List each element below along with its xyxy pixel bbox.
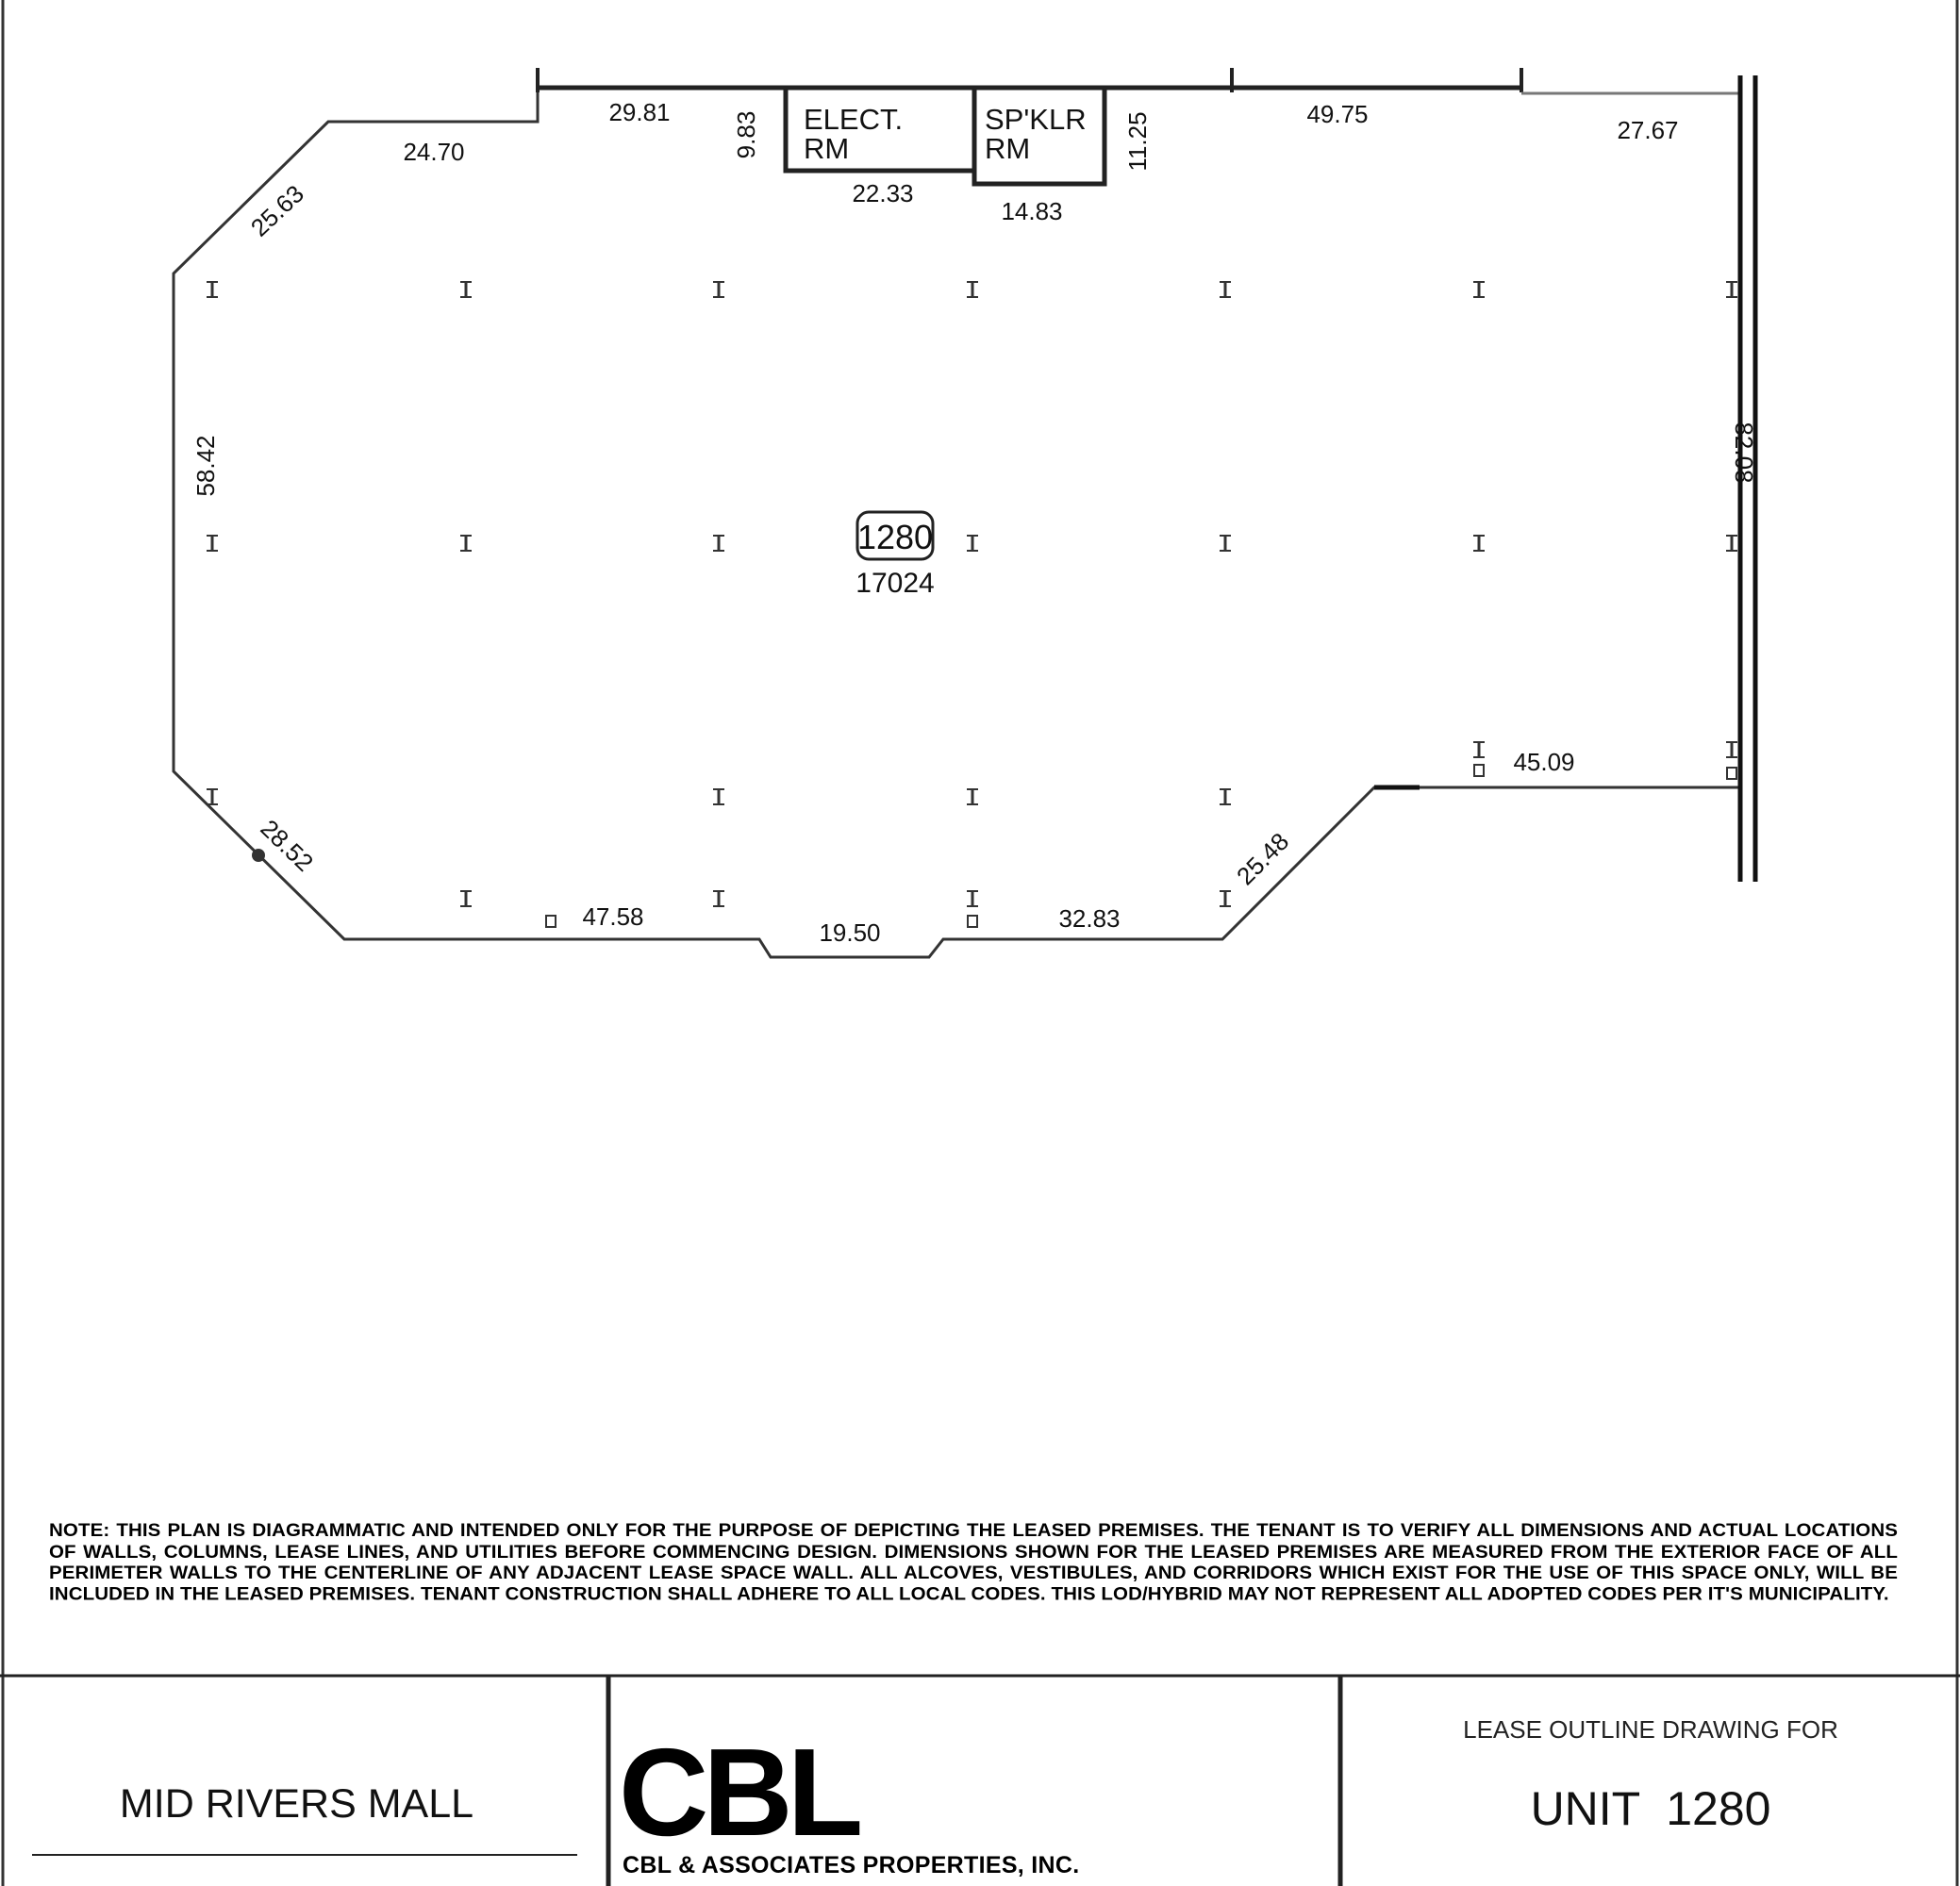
column-marker <box>1220 535 1231 552</box>
cbl-logo: CBL <box>619 1723 863 1861</box>
dim-upper-left-diagonal: 25.63 <box>245 179 309 241</box>
column-marker <box>713 890 724 907</box>
column-marker <box>460 890 472 907</box>
sprinkler-room <box>972 85 1107 187</box>
dim-spklr-room-depth: 11.25 <box>1123 111 1152 171</box>
column-marker <box>967 788 978 805</box>
column-marker <box>460 535 472 552</box>
dim-bottom-right-wall: 32.83 <box>1058 904 1120 933</box>
company-name: CBL & ASSOCIATES PROPERTIES, INC. <box>623 1852 1080 1878</box>
spklr-room-label-1: SP'KLR <box>985 103 1087 136</box>
column-marker <box>1473 281 1485 298</box>
dim-lower-right-diagonal: 25.48 <box>1231 827 1294 890</box>
column-marker <box>1726 535 1737 552</box>
column-marker <box>1220 890 1231 907</box>
outlet-marker <box>1726 767 1737 780</box>
column-marker <box>207 788 218 805</box>
property-name: MID RIVERS MALL <box>119 1781 474 1827</box>
outlet-marker <box>967 915 978 928</box>
column-marker <box>1726 741 1737 758</box>
column-marker <box>1726 281 1737 298</box>
column-marker <box>713 281 724 298</box>
vertex-marker <box>252 849 265 862</box>
title-block-company: CBL CBL & ASSOCIATES PROPERTIES, INC. <box>611 1678 1337 1886</box>
column-marker <box>967 890 978 907</box>
title-block-drawing: LEASE OUTLINE DRAWING FOR UNIT 1280 <box>1343 1678 1958 1886</box>
column-marker <box>1473 741 1485 758</box>
column-marker <box>967 535 978 552</box>
plan-disclaimer-note: NOTE: THIS PLAN IS DIAGRAMMATIC AND INTE… <box>49 1520 1898 1604</box>
drawing-label: LEASE OUTLINE DRAWING FOR <box>1463 1715 1838 1744</box>
unit-outline <box>172 88 1740 959</box>
dim-spklr-room-width: 14.83 <box>1001 197 1062 225</box>
unit-area: 17024 <box>855 568 934 599</box>
column-grid <box>207 281 1737 928</box>
unit-number-box <box>855 510 935 561</box>
outlet-marker <box>1473 764 1485 777</box>
dim-right-wall: 82.08 <box>1730 422 1758 483</box>
dim-elect-room-width: 22.33 <box>852 179 913 207</box>
dim-elect-room-depth: 9.83 <box>732 111 760 159</box>
unit-number: 1280 <box>857 518 933 556</box>
column-marker <box>713 788 724 805</box>
column-marker <box>207 281 218 298</box>
dim-bottom-left-wall: 47.58 <box>582 902 643 931</box>
column-marker <box>1473 535 1485 552</box>
column-marker <box>967 281 978 298</box>
spklr-room-label-2: RM <box>985 132 1030 165</box>
title-block-property: MID RIVERS MALL <box>2 1678 606 1886</box>
elect-room-label-1: ELECT. <box>804 103 903 136</box>
outlet-marker <box>545 915 556 928</box>
column-marker <box>1220 281 1231 298</box>
dim-top-right-wall: 49.75 <box>1306 100 1368 128</box>
dim-left-wall: 58.42 <box>191 435 220 496</box>
column-marker <box>207 535 218 552</box>
dim-top-right-lease-line: 27.67 <box>1617 116 1678 144</box>
dim-top-left-wall: 29.81 <box>608 98 670 126</box>
drawing-unit-label: UNIT 1280 <box>1530 1782 1771 1835</box>
dim-lower-right-wall: 45.09 <box>1513 748 1574 776</box>
property-name-rule <box>32 1854 577 1856</box>
dim-upper-left-wall: 24.70 <box>403 138 464 166</box>
dim-lower-left-diagonal: 28.52 <box>255 814 319 877</box>
column-marker <box>460 281 472 298</box>
dim-bottom-alcove: 19.50 <box>819 918 880 947</box>
elect-room-label-2: RM <box>804 132 849 165</box>
column-marker <box>713 535 724 552</box>
column-marker <box>1220 788 1231 805</box>
